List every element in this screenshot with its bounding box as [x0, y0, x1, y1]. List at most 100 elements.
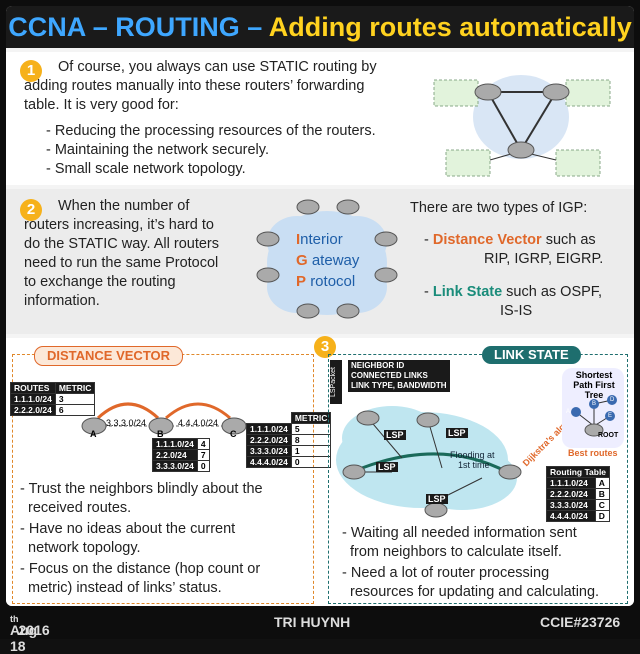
ls-lsp-tag: LSP	[426, 494, 448, 504]
table-header: METRIC	[290, 412, 332, 424]
section-static-routing: 1 Of course, you always can use STATIC r…	[6, 52, 634, 185]
dv-bullet-line: network topology.	[28, 540, 141, 556]
footer-date-sup: th	[10, 614, 19, 624]
router-icon	[507, 141, 535, 159]
footer-cert: CCIE#23726	[540, 614, 621, 630]
router-icon	[256, 231, 280, 247]
footer-date-year: 2016	[18, 622, 50, 638]
section-igp: 2 When the number of routers increasing,…	[6, 189, 634, 334]
ls-flooding-label: Flooding at	[450, 450, 495, 460]
bullet-item: - Reducing the processing resources of t…	[46, 123, 376, 139]
igp-dv-name: Distance Vector	[432, 232, 542, 248]
best-routes-label: Best routes	[568, 448, 618, 458]
table-cell: 4	[196, 438, 210, 450]
table-cell: 1	[290, 445, 332, 457]
spf-node	[571, 407, 581, 417]
ls-info-line: CONNECTED LINKS	[351, 371, 428, 380]
table-cell: 1.1.1.0/24	[10, 393, 56, 405]
spf-node	[607, 395, 617, 405]
spf-node-a: A	[566, 409, 571, 415]
router-icon	[256, 267, 280, 283]
igp-ls-line: - Link State such as OSPF,	[424, 284, 603, 300]
table-cell: 1.1.1.0/24	[152, 438, 198, 450]
spf-tree	[571, 395, 617, 437]
link-state-label: LINK STATE	[482, 346, 581, 364]
router-icon	[416, 412, 440, 428]
table-cell: D	[594, 510, 611, 522]
link-state-panel	[328, 354, 628, 604]
router-icon	[336, 199, 360, 215]
igp-ls-name: Link State	[432, 284, 503, 300]
igp-ls-suffix: such as OSPF,	[502, 284, 603, 300]
bullet-item: - Small scale network topology.	[46, 161, 246, 177]
table-cell: 3.3.3.0/24	[246, 445, 292, 457]
section-1-line-1: Of course, you always can use STATIC rou…	[58, 59, 377, 75]
ls-info-box: NEIGHBOR ID CONNECTED LINKS LINK TYPE, B…	[348, 360, 450, 392]
router-icon	[498, 464, 522, 480]
page-title: CCNA – ROUTING – Adding routes automatic…	[6, 6, 634, 48]
title-part-1: CCNA – ROUTING –	[8, 12, 269, 42]
router-icon	[81, 417, 107, 435]
section-1-badge: 1	[20, 60, 42, 82]
router-icon	[342, 464, 366, 480]
dv-bullet-line: - Have no ideas about the current	[20, 521, 236, 537]
section-2-badge: 2	[20, 199, 42, 221]
router-icon	[356, 410, 380, 426]
section-1-line-2: adding routes manually into these router…	[24, 78, 365, 94]
ls-bullet-line: from neighbors to calculate itself.	[350, 544, 562, 560]
table-cell: 3.3.3.0/24	[152, 460, 198, 472]
spf-node-d: D	[610, 397, 615, 403]
dv-link-1: 3.3.3.0/24	[106, 418, 147, 428]
spf-tree-box: Shortest Path First Tree A B D E ROOT	[562, 368, 624, 448]
igp-dv-suffix: such as	[541, 232, 596, 248]
section-2-line: When the number of	[58, 198, 190, 214]
dv-bullet-line: received routes.	[28, 500, 132, 516]
ls-lsp-tag: LSP	[376, 462, 398, 472]
igp-word-gateway: ateway	[311, 252, 360, 269]
dv-bullet-line: - Focus on the distance (hop count or	[20, 561, 261, 577]
ls-bullet-line: - Need a lot of router processing	[342, 565, 550, 581]
best-label: Best	[568, 448, 588, 458]
dv-link-2: 4.4.4.0/24	[178, 418, 219, 428]
section-3-badge: 3	[314, 336, 336, 358]
ls-info-line: LINK TYPE, BANDWIDTH	[351, 381, 447, 390]
table-cell: 1.1.1.0/24	[246, 423, 292, 435]
footer-author: TRI HUYNH	[274, 614, 351, 630]
ls-lsp-tag: LSP	[384, 430, 406, 440]
igp-types-title: There are two types of IGP:	[410, 200, 588, 216]
table-cell: 6	[54, 404, 96, 416]
title-part-2: Adding routes automatically	[268, 12, 632, 42]
section-2-line: information.	[24, 293, 100, 309]
dv-topology	[81, 402, 247, 435]
router-icon	[336, 303, 360, 319]
router-icon	[148, 417, 174, 435]
spf-node-b: B	[592, 401, 597, 407]
table-cell: 8	[290, 434, 332, 446]
igp-cloud-diagram	[256, 199, 398, 319]
table-cell: 3.3.3.0/24	[546, 499, 596, 511]
table-cell: A	[594, 477, 611, 489]
igp-letter-g: G	[296, 252, 308, 269]
router-icon	[474, 83, 502, 101]
router-icon	[221, 417, 247, 435]
router-icon	[424, 502, 448, 518]
triangle-network-diagram	[433, 75, 611, 177]
table-cell: 1.1.1.0/24	[546, 477, 596, 489]
routes-label: routes	[590, 448, 618, 458]
section-2-line: routers increasing, it’s hard to	[24, 217, 214, 233]
igp-dv-line: - Distance Vector such as	[424, 232, 596, 248]
router-icon	[584, 423, 604, 437]
table-cell: 4.4.4.0/24	[546, 510, 596, 522]
ls-first-time-label: 1st time	[458, 460, 490, 470]
spf-node-e: E	[608, 413, 613, 419]
ls-bullet-line: - Waiting all needed information sent	[342, 525, 577, 541]
table-cell: 5	[290, 423, 332, 435]
igp-dv-examples: RIP, IGRP, EIGRP.	[484, 251, 604, 267]
ls-bullet-line: resources for updating and calculating.	[350, 584, 600, 600]
section-2-line: need to run the same Protocol	[24, 255, 219, 271]
table-cell: 2.2.2.0/24	[546, 488, 596, 500]
table-cell: 2.2.2.0/24	[10, 404, 56, 416]
table-cell: B	[594, 488, 611, 500]
infographic-frame: CCNA – ROUTING – Adding routes automatic…	[6, 6, 634, 654]
